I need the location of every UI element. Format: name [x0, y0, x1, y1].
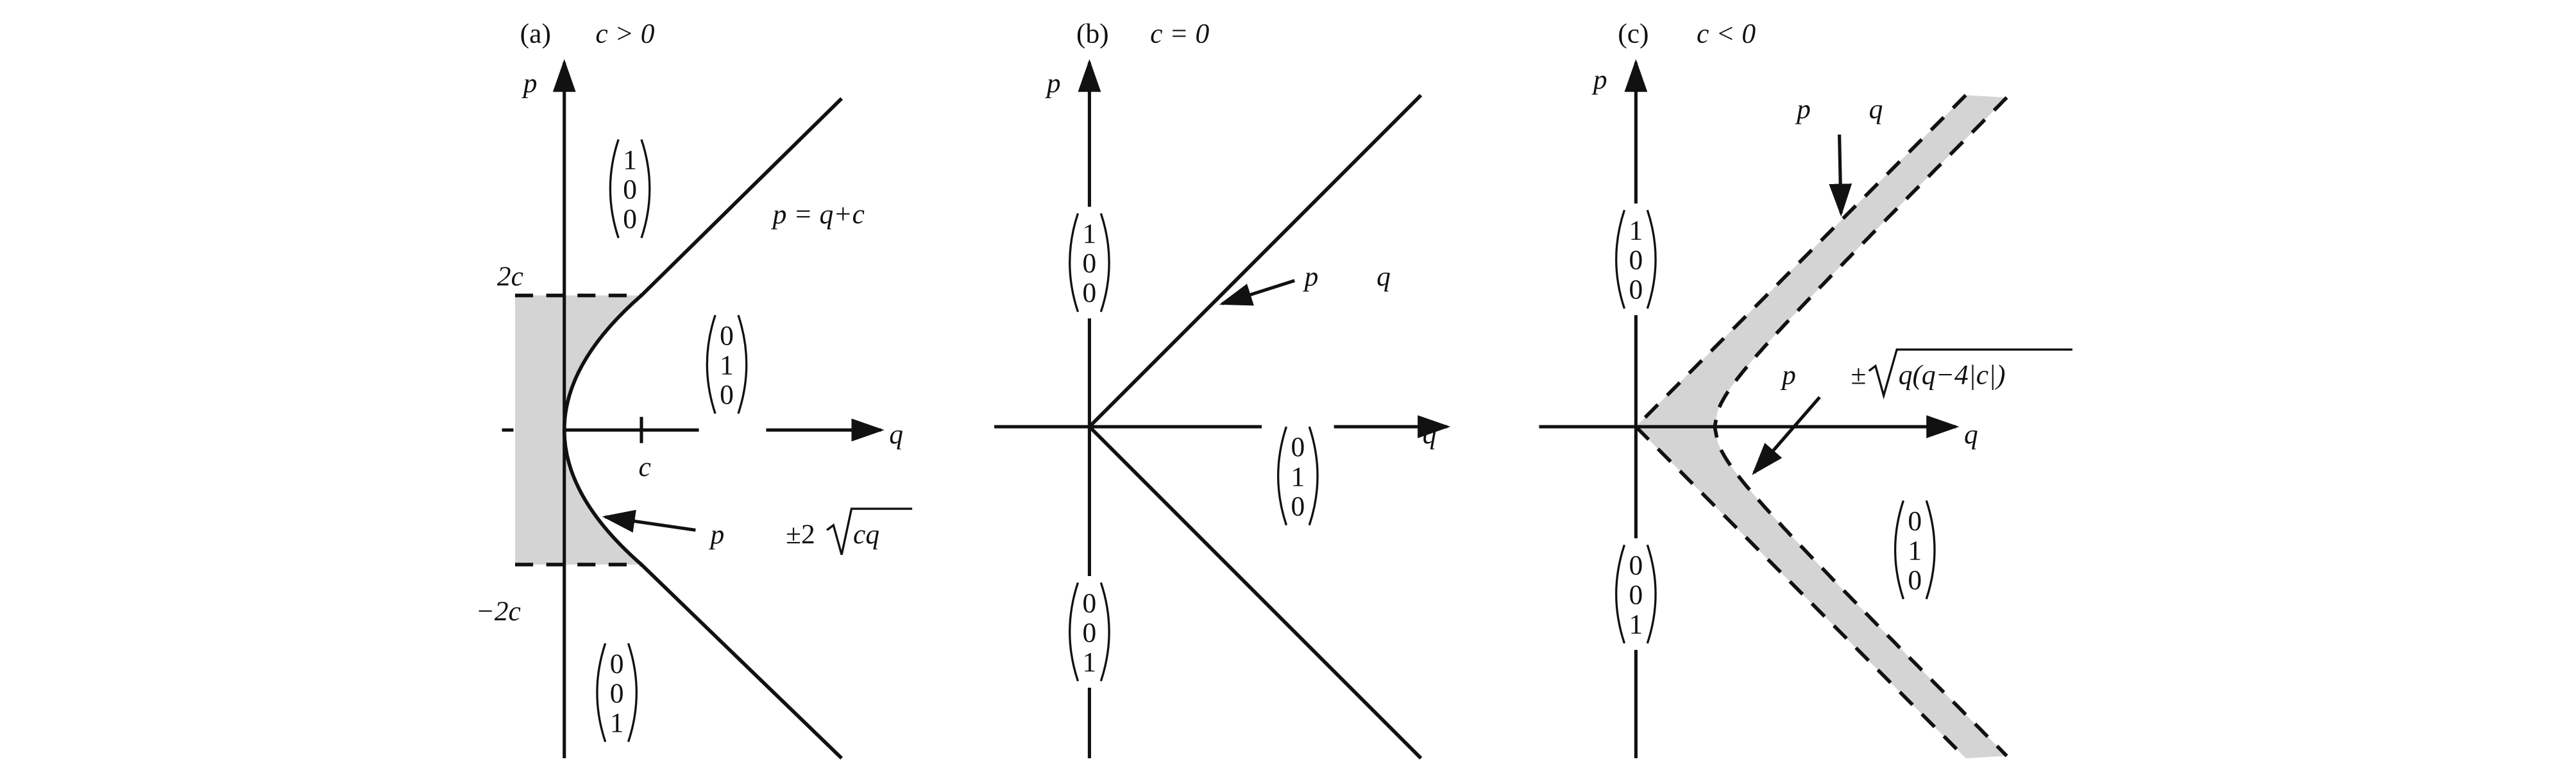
vector-component: 1 [1908, 535, 1922, 566]
right-parenthesis [1925, 500, 1936, 600]
arrow-pointer [602, 509, 696, 533]
level-minus-2c-label: −2c [476, 596, 521, 627]
vector-component: 0 [1083, 617, 1097, 648]
sqrt-sign [1868, 348, 2072, 400]
vector-component: 0 [1291, 491, 1305, 522]
right-parenthesis [1646, 209, 1657, 309]
panel-a-condition: c > 0 [595, 19, 654, 49]
panel-b-label: (b) [1076, 19, 1109, 49]
left-parenthesis [1069, 582, 1080, 682]
panel-c: (c) c < 0 p q p q p ± q(q−4|c|) 100 010 … [1539, 19, 2072, 760]
vector-component: 0 [623, 204, 637, 235]
formula-prefix: ± [1851, 360, 1867, 391]
vector-100: 100 [1615, 209, 1657, 309]
right-parenthesis [1099, 213, 1110, 312]
vector-component: 0 [720, 379, 734, 410]
right-parenthesis [640, 139, 651, 239]
panel-a: (a) c > 0 p q 2c −2c c p = q+c p ±2 cq 1… [476, 19, 913, 760]
vector-component: 1 [1629, 216, 1643, 246]
arrow-pointer [1752, 396, 1821, 475]
left-parenthesis [596, 643, 607, 742]
axis-p-label: p [521, 67, 538, 98]
panel-b-condition: c = 0 [1150, 19, 1209, 49]
right-parenthesis [627, 643, 638, 742]
vector-component: 0 [1083, 588, 1097, 618]
axis-p-label: p [1045, 67, 1061, 98]
left-parenthesis [1615, 209, 1626, 309]
vector-component: 0 [610, 649, 624, 679]
arrow-label-p: p [1780, 360, 1796, 391]
axis-q-label: q [1964, 419, 1978, 450]
panel-a-label: (a) [520, 19, 551, 49]
vector-010: 010 [1277, 426, 1319, 526]
left-parenthesis [1615, 544, 1626, 644]
vector-component: 0 [1083, 248, 1097, 279]
vector-component: 1 [1083, 647, 1097, 677]
top-arrow-label-p: p [1795, 94, 1811, 124]
vector-component: 1 [720, 350, 734, 380]
vector-010: 010 [1894, 500, 1936, 600]
vector-component: 0 [1908, 505, 1922, 536]
vector-component: 1 [1629, 609, 1643, 640]
axis-q-label: q [889, 419, 903, 450]
vector-component: 0 [1629, 275, 1643, 305]
left-parenthesis [609, 139, 620, 239]
axis-q-label: q [1423, 419, 1437, 450]
sqrt-sign [826, 507, 913, 556]
vector-component: 0 [1629, 579, 1643, 610]
left-parenthesis [1069, 213, 1080, 312]
vector-component: 1 [623, 145, 637, 176]
vector-component: 0 [623, 174, 637, 205]
level-2c-label: 2c [497, 261, 523, 292]
vector-100: 100 [609, 139, 651, 239]
arrow-label-p: p [1303, 261, 1319, 292]
vector-001: 001 [596, 643, 638, 742]
arrow-label-q: q [1377, 261, 1391, 292]
axis-p-label: p [1591, 64, 1607, 95]
left-parenthesis [1894, 500, 1904, 600]
vector-component: 0 [1083, 278, 1097, 309]
vector-component: 1 [610, 708, 624, 738]
right-parenthesis [1099, 582, 1110, 682]
boundary-curve [562, 97, 843, 760]
vector-component: 1 [1083, 219, 1097, 250]
top-arrow-label-q: q [1869, 94, 1883, 124]
boundary-lines [1087, 94, 1423, 760]
vector-001: 001 [1069, 582, 1110, 682]
vector-100: 100 [1069, 213, 1110, 312]
tick-c-label: c [638, 452, 650, 482]
left-parenthesis [706, 314, 716, 414]
formula-prefix: ±2 [786, 519, 815, 550]
right-parenthesis [1646, 544, 1657, 644]
top-arrow-pointer [1829, 134, 1852, 217]
panel-b: (b) c = 0 p q p q 100 010 001 [994, 19, 1451, 760]
inner-dashed-hyperbola [1713, 96, 2008, 758]
arrow-label-p: p [708, 519, 724, 550]
vector-010: 010 [706, 314, 748, 414]
formula-radicand: q(q−4|c|) [1899, 360, 2006, 391]
panel-c-label: (c) [1618, 19, 1648, 49]
vector-001: 001 [1615, 544, 1657, 644]
vector-component: 0 [610, 678, 624, 709]
vector-component: 0 [1629, 550, 1643, 581]
vector-component: 0 [720, 320, 734, 351]
vector-component: 1 [1291, 461, 1305, 492]
vector-component: 0 [1291, 432, 1305, 463]
vector-component: 0 [1629, 245, 1643, 276]
shaded-region [515, 295, 641, 565]
right-parenthesis [1308, 426, 1319, 526]
line-equation: p = q+c [771, 199, 865, 230]
vector-component: 0 [1908, 565, 1922, 595]
arrow-pointer [1219, 279, 1296, 306]
right-parenthesis [737, 314, 748, 414]
panel-c-condition: c < 0 [1697, 19, 1756, 49]
formula-radicand: cq [853, 519, 879, 550]
left-parenthesis [1277, 426, 1288, 526]
